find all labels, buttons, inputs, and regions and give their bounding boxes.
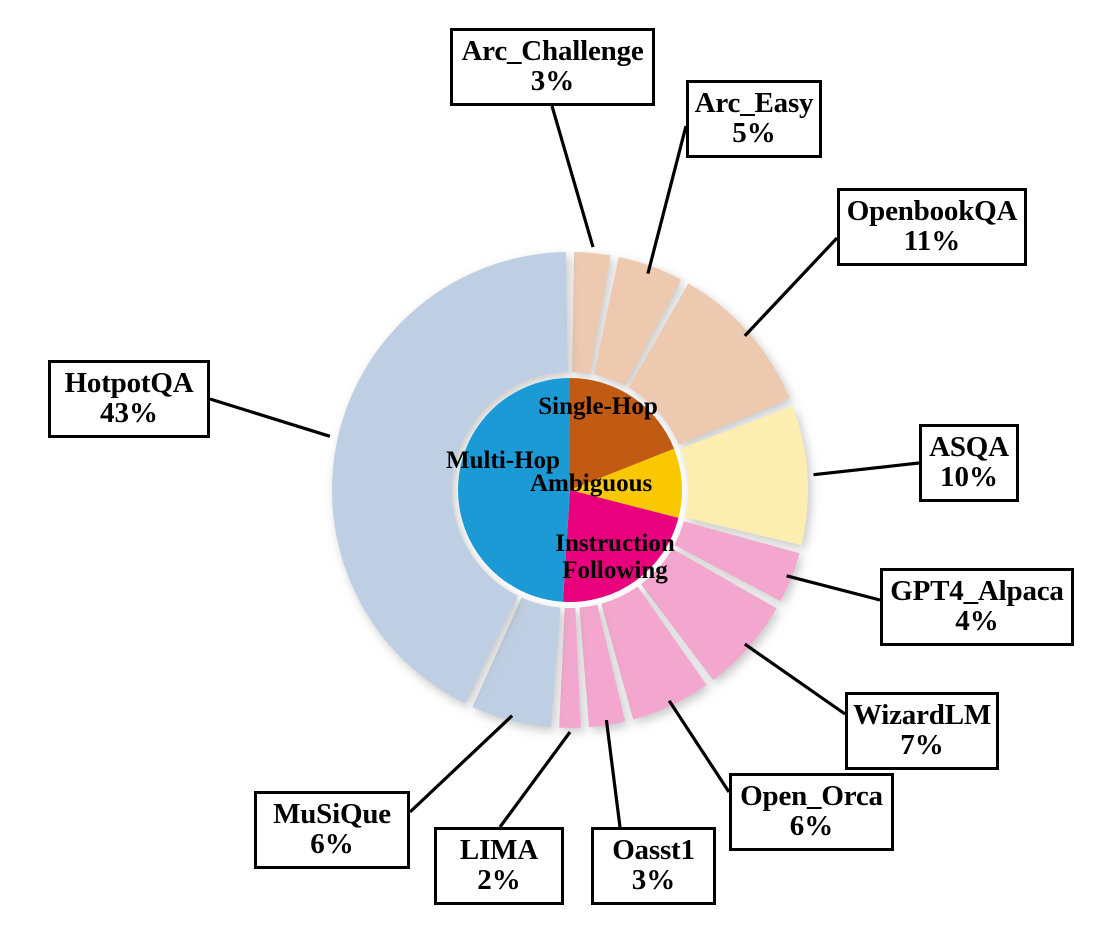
callout-open-orca[interactable]: Open_Orca 6%: [729, 773, 894, 851]
callout-openbookqa-pct: 11%: [903, 225, 961, 257]
leader-line-wizardlm: [743, 642, 846, 716]
callout-wizardlm[interactable]: WizardLM 7%: [845, 692, 999, 770]
outer-wedge-oasst1[interactable]: [579, 604, 626, 728]
leader-line-asqa: [813, 461, 920, 477]
callout-musique[interactable]: MuSiQue 6%: [254, 791, 410, 869]
callout-arc-easy-name: Arc_Easy: [694, 87, 814, 120]
leader-line-lima: [498, 731, 572, 828]
outer-wedge-wizardlm[interactable]: [641, 548, 777, 681]
outer-wedge-arc-challenge[interactable]: [572, 252, 611, 374]
callout-hotpotqa[interactable]: HotpotQA 43%: [48, 360, 210, 438]
outer-wedge-asqa[interactable]: [680, 406, 808, 546]
callout-hotpotqa-pct: 43%: [100, 397, 158, 429]
inner-wedge-instruction-following[interactable]: [562, 490, 679, 602]
outer-wedge-musique[interactable]: [472, 597, 561, 728]
leader-line-openbookqa: [743, 236, 839, 337]
callout-asqa[interactable]: ASQA 10%: [919, 424, 1019, 502]
callout-lima[interactable]: LIMA 2%: [434, 827, 564, 905]
leader-line-open-orca: [667, 699, 731, 793]
callout-gpt4-alpaca[interactable]: GPT4_Alpaca 4%: [880, 568, 1074, 646]
callout-gpt4-alpaca-name: GPT4_Alpaca: [890, 575, 1064, 608]
inner-wedge-ambiguous[interactable]: [570, 448, 682, 518]
outer-wedge-hotpotqa[interactable]: [331, 252, 568, 704]
inner-wedge-multi-hop[interactable]: [458, 378, 570, 602]
outer-wedge-lima[interactable]: [559, 607, 581, 729]
inner-ring: [458, 378, 682, 602]
callout-openbookqa-name: OpenbookQA: [846, 195, 1018, 228]
outer-wedge-openbookqa[interactable]: [628, 283, 790, 445]
outer-wedge-arc-easy[interactable]: [594, 257, 681, 386]
callout-oasst1[interactable]: Oasst1 3%: [591, 827, 716, 905]
callout-arc-challenge-name: Arc_Challenge: [461, 35, 644, 68]
leader-line-hotpotqa: [209, 397, 331, 438]
outer-wedge-gpt4-alpaca[interactable]: [674, 521, 800, 601]
callout-musique-pct: 6%: [310, 828, 354, 860]
leader-line-gpt4-alpaca: [786, 574, 881, 602]
leader-line-musique: [408, 714, 514, 814]
inner-wedge-single-hop[interactable]: [570, 378, 675, 490]
callout-gpt4-alpaca-pct: 4%: [955, 605, 999, 637]
callout-oasst1-pct: 3%: [631, 864, 676, 896]
callout-arc-challenge-pct: 3%: [530, 65, 575, 97]
callout-wizardlm-name: WizardLM: [852, 699, 992, 732]
callout-arc-easy[interactable]: Arc_Easy 5%: [686, 80, 822, 158]
callout-asqa-name: ASQA: [929, 431, 1009, 464]
callout-asqa-pct: 10%: [940, 461, 998, 493]
callout-open-orca-pct: 6%: [789, 810, 834, 842]
callout-arc-easy-pct: 5%: [732, 117, 776, 149]
callout-open-orca-name: Open_Orca: [740, 780, 883, 813]
callout-lima-pct: 2%: [477, 864, 521, 896]
leader-line-oasst1: [604, 719, 622, 828]
callout-lima-name: LIMA: [459, 834, 539, 867]
callout-musique-name: MuSiQue: [273, 798, 391, 831]
callout-hotpotqa-name: HotpotQA: [64, 367, 194, 400]
outer-ring: [331, 252, 808, 729]
outer-wedge-open-orca[interactable]: [601, 586, 707, 720]
callout-arc-challenge[interactable]: Arc_Challenge 3%: [450, 28, 655, 106]
callout-wizardlm-pct: 7%: [900, 729, 944, 761]
leader-line-arc-easy: [646, 125, 688, 274]
leader-line-arc-challenge: [550, 105, 595, 248]
leader-lines: [209, 105, 920, 828]
callout-openbookqa[interactable]: OpenbookQA 11%: [837, 188, 1027, 266]
callout-oasst1-name: Oasst1: [612, 834, 695, 867]
